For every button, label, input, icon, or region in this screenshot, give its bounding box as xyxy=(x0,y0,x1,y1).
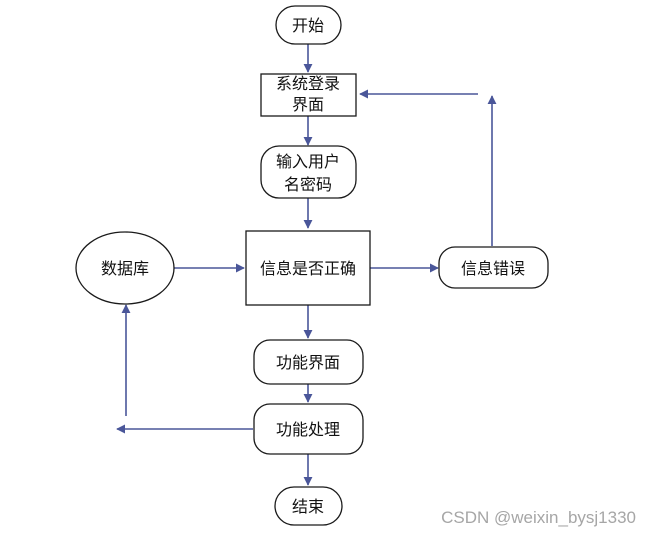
node-login-page: 系统登录 界面 xyxy=(260,73,357,117)
node-start: 开始 xyxy=(275,5,342,45)
node-function-process: 功能处理 xyxy=(253,403,364,455)
node-check-info: 信息是否正确 xyxy=(245,230,371,306)
node-database-label: 数据库 xyxy=(101,259,149,278)
node-check-info-label: 信息是否正确 xyxy=(260,259,356,278)
node-start-label: 开始 xyxy=(292,16,324,35)
node-login-page-line2: 界面 xyxy=(292,95,324,114)
node-login-page-line1: 系统登录 xyxy=(276,74,340,93)
node-input-credentials-line1: 输入用户 xyxy=(276,152,340,171)
node-info-error-label: 信息错误 xyxy=(461,259,525,278)
node-info-error: 信息错误 xyxy=(438,246,549,289)
node-function-page: 功能界面 xyxy=(253,339,364,385)
node-function-process-label: 功能处理 xyxy=(276,420,340,439)
node-function-page-label: 功能界面 xyxy=(276,353,340,372)
node-input-credentials: 输入用户 名密码 xyxy=(260,145,357,199)
node-end-label: 结束 xyxy=(292,497,324,516)
watermark-text: CSDN @weixin_bysj1330 xyxy=(441,508,636,527)
node-input-credentials-line2: 名密码 xyxy=(284,175,332,194)
node-database: 数据库 xyxy=(75,231,175,305)
node-end: 结束 xyxy=(274,486,343,526)
edges xyxy=(116,44,497,486)
